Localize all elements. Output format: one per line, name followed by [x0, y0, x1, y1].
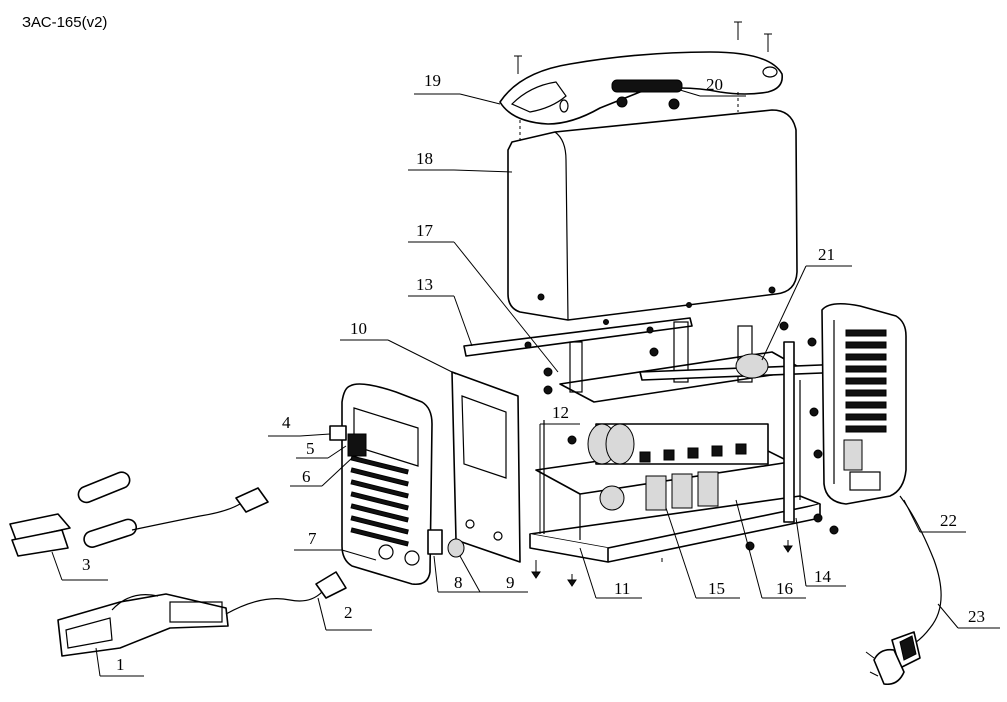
- callout-12: 12: [552, 403, 569, 422]
- callout-9: 9: [506, 573, 515, 592]
- callout-18: 18: [416, 149, 433, 168]
- part-23-power-cord: [865, 495, 942, 686]
- part-10-panel-frame: [451, 371, 521, 563]
- callout-23: 23: [968, 607, 985, 626]
- callout-2: 2: [344, 603, 353, 622]
- part-2-cable: [225, 591, 323, 615]
- part-3-cable: [131, 503, 241, 531]
- callout-10: 10: [350, 319, 367, 338]
- part-18-housing-cover: [507, 109, 798, 325]
- callout-5: 5: [306, 439, 315, 458]
- part-22-rear-panel: [821, 302, 907, 505]
- callout-17: 17: [416, 221, 434, 240]
- callout-14: 14: [814, 567, 832, 586]
- part-chassis-assembly: [529, 321, 849, 587]
- callout-19: 19: [424, 71, 441, 90]
- callout-1: 1: [116, 655, 125, 674]
- callout-7: 7: [308, 529, 317, 548]
- callout-11: 11: [614, 579, 630, 598]
- callout-labels: 1 2 3 4 5 6 7 8 9 10 11 12 13 14 15 16 1…: [82, 71, 985, 674]
- callout-20: 20: [706, 75, 723, 94]
- part-13-strip: [463, 317, 693, 357]
- part-7-front-panel: [329, 383, 465, 586]
- callout-3: 3: [82, 555, 91, 574]
- callout-13: 13: [416, 275, 433, 294]
- diagram-title: ЗАС-165(v2): [22, 14, 108, 31]
- callout-6: 6: [302, 467, 311, 486]
- callout-8: 8: [454, 573, 463, 592]
- callout-16: 16: [776, 579, 793, 598]
- part-2-lug: [315, 571, 347, 599]
- part-19-handle: [499, 21, 784, 142]
- callout-22: 22: [940, 511, 957, 530]
- callout-15: 15: [708, 579, 725, 598]
- callout-21: 21: [818, 245, 835, 264]
- part-3-lug: [235, 487, 269, 513]
- callout-4: 4: [282, 413, 291, 432]
- part-3-ground-clamp: [9, 471, 138, 557]
- leader-lines: [51, 89, 1000, 677]
- part-1-electrode-holder: [57, 593, 229, 657]
